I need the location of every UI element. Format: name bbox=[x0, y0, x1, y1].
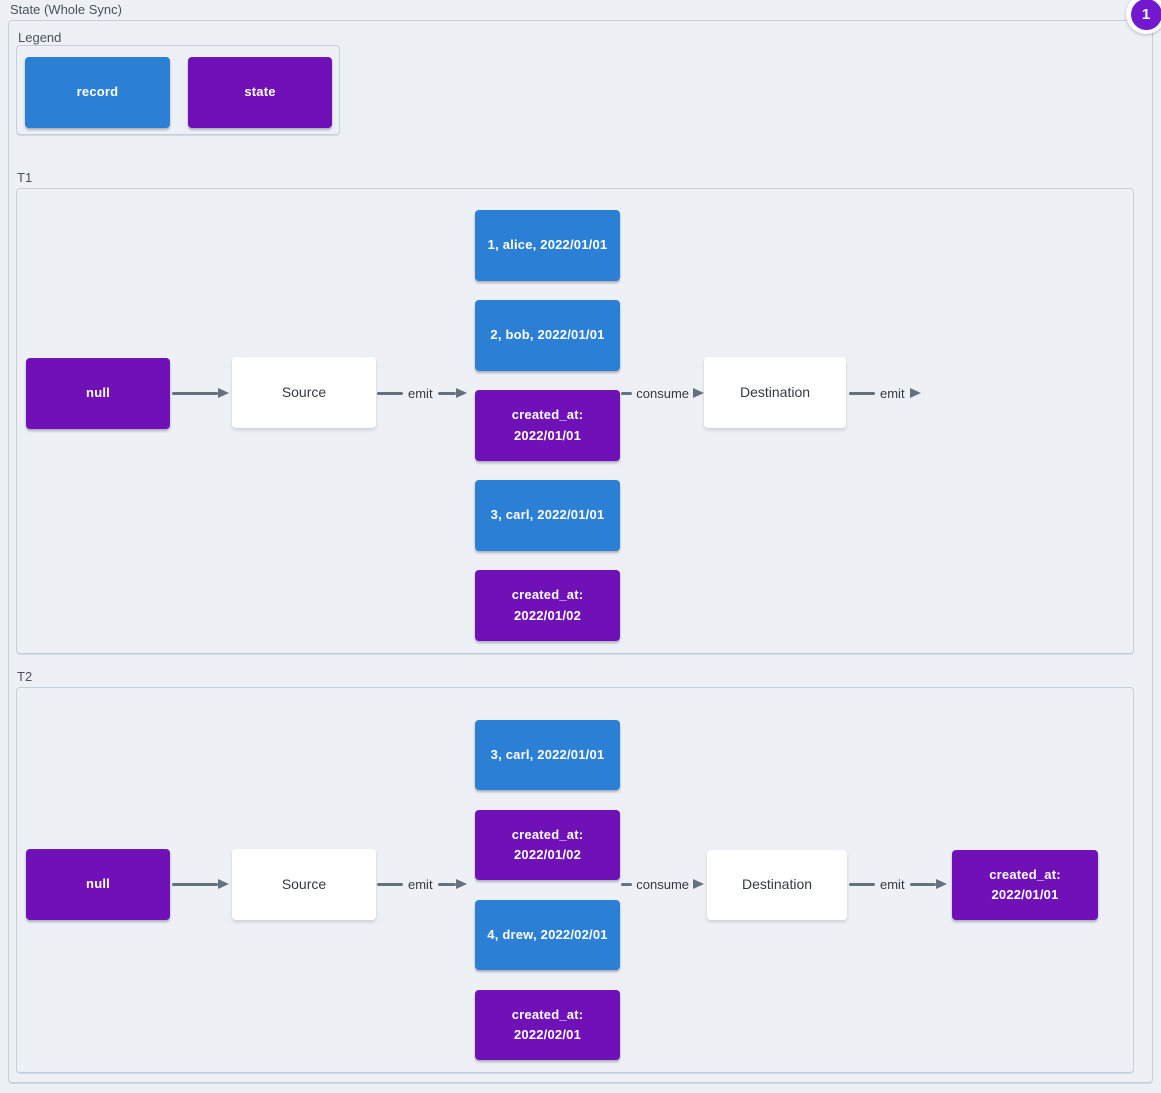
edge-line bbox=[621, 391, 633, 395]
arrowhead-icon bbox=[936, 879, 947, 889]
t1-edge-consume-to-destination: consume bbox=[621, 385, 704, 401]
arrowhead-icon bbox=[693, 879, 704, 889]
annotation-badge[interactable]: 1 bbox=[1126, 0, 1161, 34]
edge-line bbox=[172, 391, 218, 395]
edge-label-consume: consume bbox=[636, 385, 689, 401]
t1-edge-emit-out: emit bbox=[849, 385, 921, 401]
t2-edge-null-to-source bbox=[172, 878, 229, 890]
edge-line bbox=[849, 391, 875, 395]
legend-title: Legend bbox=[18, 30, 62, 45]
t1-destination-node: Destination bbox=[704, 357, 846, 428]
arrowhead-icon bbox=[456, 879, 467, 889]
edge-label-emit: emit bbox=[880, 385, 905, 401]
outer-container bbox=[8, 20, 1153, 1083]
t2-edge-consume-to-destination: consume bbox=[621, 876, 704, 892]
t1-edge-emit-to-stack: emit bbox=[377, 385, 467, 401]
edge-line bbox=[437, 882, 456, 886]
arrowhead-icon bbox=[693, 388, 704, 398]
edge-label-emit: emit bbox=[408, 385, 433, 401]
edge-label-consume: consume bbox=[636, 876, 689, 892]
t2-edge-emit-to-state: emit bbox=[849, 876, 947, 892]
arrowhead-icon bbox=[218, 388, 229, 398]
t1-source-node: Source bbox=[232, 357, 376, 428]
legend-item-state: state bbox=[188, 57, 332, 128]
annotation-badge-number: 1 bbox=[1130, 0, 1161, 30]
edge-line bbox=[621, 882, 633, 886]
edge-line bbox=[172, 882, 218, 886]
edge-line bbox=[437, 391, 456, 395]
t1-title: T1 bbox=[17, 170, 33, 185]
page-title: State (Whole Sync) bbox=[10, 2, 122, 17]
legend-container bbox=[16, 45, 340, 135]
arrowhead-icon bbox=[456, 388, 467, 398]
t1-container bbox=[16, 188, 1134, 654]
t2-container bbox=[16, 687, 1134, 1073]
arrowhead-icon bbox=[218, 879, 229, 889]
t2-title: T2 bbox=[17, 669, 33, 684]
arrowhead-icon bbox=[910, 388, 921, 398]
edge-label-emit: emit bbox=[880, 876, 905, 892]
edge-line bbox=[909, 882, 936, 886]
edge-line bbox=[377, 882, 403, 886]
t2-record-node: 3, carl, 2022/01/01 bbox=[475, 720, 620, 790]
t2-state-node: created_at: 2022/02/01 bbox=[475, 990, 620, 1060]
t2-destination-node: Destination bbox=[707, 850, 847, 920]
edge-line bbox=[377, 391, 403, 395]
t1-edge-null-to-source bbox=[172, 387, 229, 399]
t1-state-node: created_at: 2022/01/01 bbox=[475, 390, 620, 461]
t1-state-node: created_at: 2022/01/02 bbox=[475, 570, 620, 641]
edge-line bbox=[849, 882, 875, 886]
t2-source-node: Source bbox=[232, 849, 376, 920]
t2-state-node: created_at: 2022/01/02 bbox=[475, 810, 620, 880]
t2-edge-emit-to-stack: emit bbox=[377, 876, 467, 892]
t1-record-node: 1, alice, 2022/01/01 bbox=[475, 210, 620, 281]
t1-record-node: 3, carl, 2022/01/01 bbox=[475, 480, 620, 551]
t2-record-node: 4, drew, 2022/02/01 bbox=[475, 900, 620, 970]
t2-final-state-node: created_at: 2022/01/01 bbox=[952, 850, 1098, 920]
t1-null-state-node: null bbox=[26, 358, 170, 429]
t1-record-node: 2, bob, 2022/01/01 bbox=[475, 300, 620, 371]
legend-item-record: record bbox=[25, 57, 170, 128]
edge-label-emit: emit bbox=[408, 876, 433, 892]
t2-null-state-node: null bbox=[26, 849, 170, 920]
